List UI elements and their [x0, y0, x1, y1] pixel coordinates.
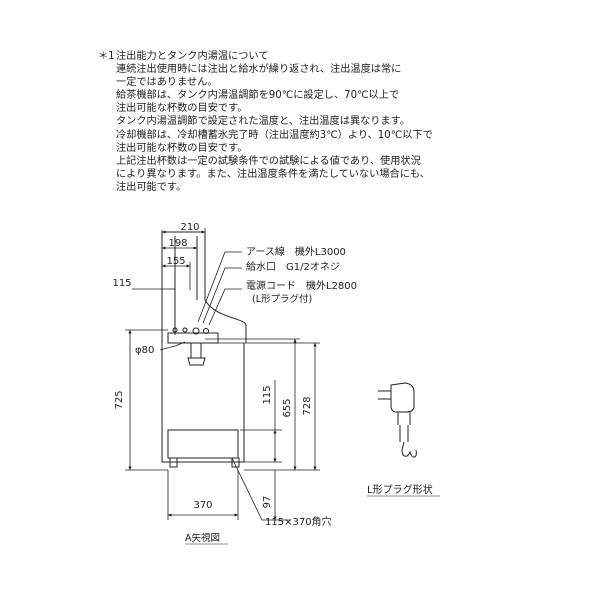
note-line: 連続注出使用時には注出と給水が繰り返され、注出温度は常に: [116, 64, 402, 76]
note-line: タンク内湯温調節で設定された温度と、注出温度は異なります。: [116, 116, 411, 128]
notes-header: ＊1注出能力とタンク内湯温について: [98, 50, 568, 63]
top-dimensions: [132, 228, 206, 296]
plug-label: L形プラグ形状: [367, 483, 433, 496]
view-label: A矢視図: [185, 532, 220, 544]
note-line: 注出可能な杯数の目安です。: [116, 142, 248, 154]
bottom-dimensions: [167, 457, 290, 521]
plug-illustration: [378, 382, 417, 458]
dim-210: 210: [180, 222, 199, 233]
callout-hole: 115×370角穴: [265, 515, 332, 528]
callout-leaders: [159, 251, 242, 351]
callout-earth: アース線 機外L3000: [246, 245, 346, 258]
callout-inlet: 給水口 G1/2オネジ: [246, 260, 340, 273]
note-mark: ＊1: [98, 51, 115, 62]
dim-115-top: 115: [112, 278, 131, 289]
left-height-dimension: [125, 329, 168, 471]
dim-phi80: φ80: [135, 345, 154, 356]
notes-block: ＊1注出能力とタンク内湯温について 連続注出使用時には注出と給水が繰り返され、注…: [98, 50, 568, 194]
callout-plug-note: (L形プラグ付): [252, 293, 312, 305]
note-line: 注出可能な杯数の目安です。: [116, 103, 248, 115]
note-line: 給茶機部は、タンク内湯温調節を90℃に設定し、70℃以上で: [116, 90, 400, 102]
dim-155: 155: [166, 256, 185, 267]
note-line: 注出可能です。: [116, 181, 187, 193]
dim-725: 725: [114, 390, 125, 409]
dim-728: 728: [302, 396, 313, 415]
dim-198: 198: [168, 238, 187, 249]
dim-370: 370: [193, 500, 212, 511]
note-line: により異なります。また、注出温度条件を満たしていない場合にも、: [116, 168, 430, 180]
note-line: 上記注出杯数は一定の試験条件での試験による値であり、使用状況: [116, 155, 421, 167]
dim-655: 655: [282, 398, 293, 417]
right-height-dimensions: [205, 338, 320, 471]
callout-cord: 電源コード 機外L2800: [246, 279, 357, 292]
dim-97: 97: [262, 496, 273, 509]
note-line: 冷却機部は、冷却槽蓄氷完了時（注出温度約3℃）より、10℃以下で: [116, 129, 433, 141]
dim-115-mid: 115: [262, 385, 273, 404]
note-header-text: 注出能力とタンク内湯温について: [116, 51, 269, 62]
machine-outline: [161, 231, 247, 468]
note-line: 一定ではありません。: [116, 77, 218, 89]
